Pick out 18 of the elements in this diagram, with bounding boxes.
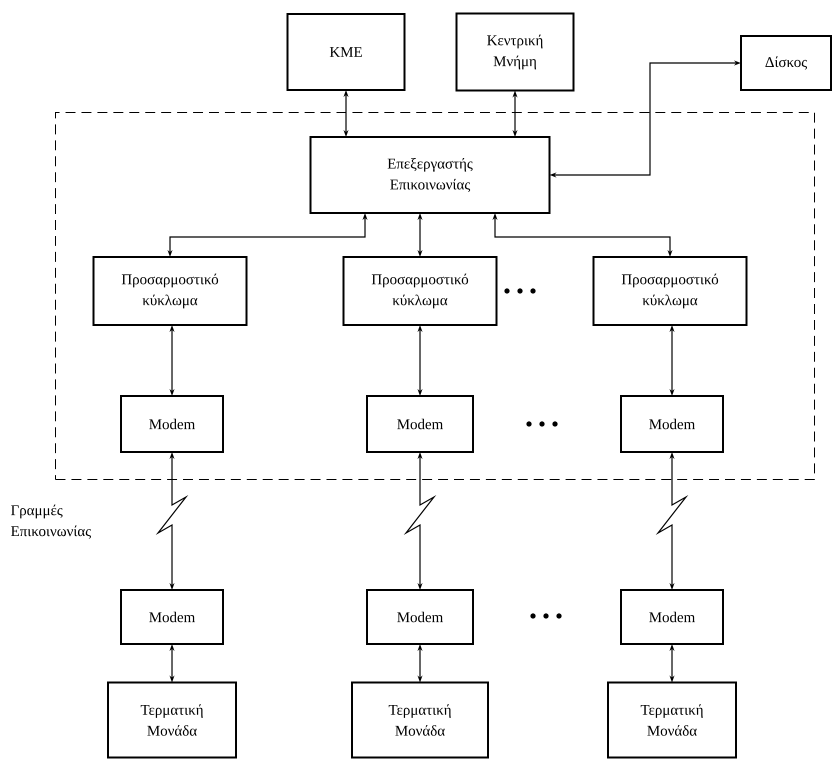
block-box: Τερματική Μονάδα <box>607 682 737 758</box>
block-box: ΚΜΕ <box>286 13 406 91</box>
block-box: Προσαρμοστικό κύκλωμα <box>592 256 748 326</box>
block-box: Δίσκος <box>740 35 832 91</box>
block-box: Modem <box>620 395 724 453</box>
block-box: Προσαρμοστικό κύκλωμα <box>92 256 248 326</box>
block-box: Τερματική Μονάδα <box>107 682 237 758</box>
block-box: Κεντρική Μνήμη <box>456 12 574 92</box>
block-box: Modem <box>120 589 224 645</box>
block-box: Modem <box>120 395 224 453</box>
dashed-frame <box>55 112 815 480</box>
block-box: Επεξεργαστής Επικοινωνίας <box>310 136 550 214</box>
block-box: Προσαρμοστικό κύκλωμα <box>342 256 498 326</box>
line-label: Γραμμές Επικοινωνίας <box>11 504 91 539</box>
block-box: Τερματική Μονάδα <box>351 682 489 758</box>
block-box: Modem <box>620 589 724 645</box>
block-box: Modem <box>366 395 474 453</box>
block-box: Modem <box>366 589 474 645</box>
